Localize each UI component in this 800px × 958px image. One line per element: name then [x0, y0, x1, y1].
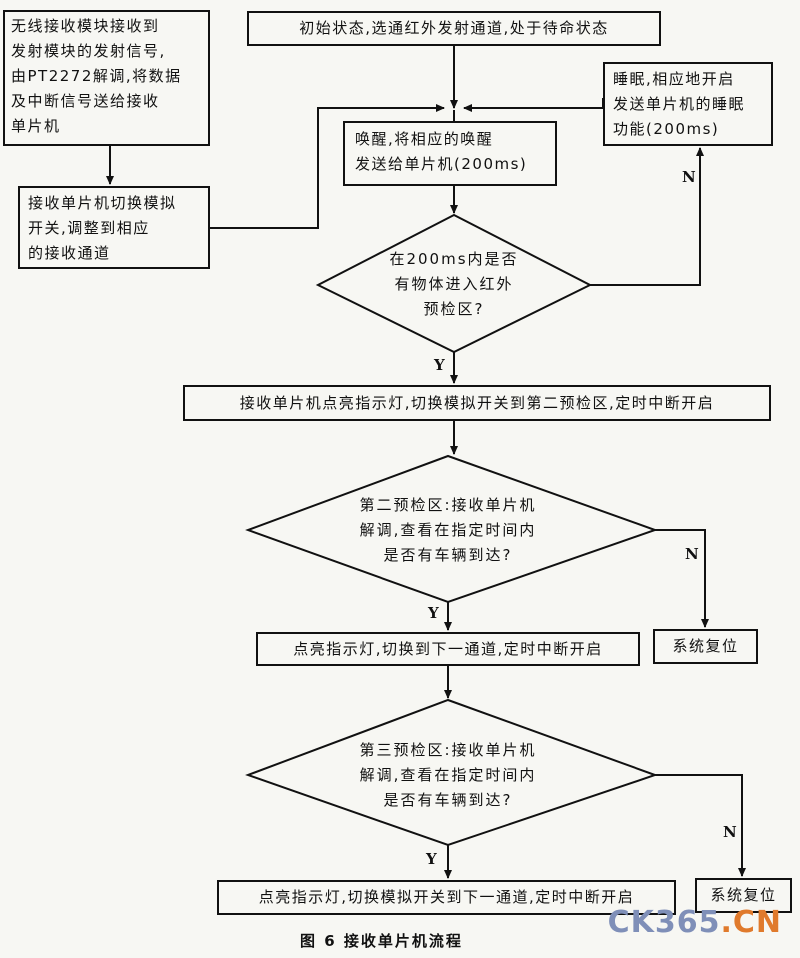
light2-box: 点亮指示灯,切换到下一通道,定时中断开启: [256, 632, 640, 666]
wake-box: 唤醒,将相应的唤醒 发送给单片机(200ms): [343, 121, 557, 186]
sleep-box: 睡眠,相应地开启 发送单片机的睡眠 功能(200ms): [603, 62, 773, 146]
figure-caption: 图 6 接收单片机流程: [300, 932, 463, 950]
wireless-receive-box: 无线接收模块接收到 发射模块的发射信号, 由PT2272解调,将数据 及中断信号…: [3, 10, 210, 146]
watermark-part-1: CK365: [607, 905, 721, 940]
label-yes-d2: Y: [428, 604, 439, 622]
light3-box: 点亮指示灯,切换模拟开关到下一通道,定时中断开启: [217, 880, 676, 915]
decision-1-text: 在200ms内是否 有物体进入红外 预检区?: [389, 250, 519, 318]
watermark-logo: CK365.CN: [608, 905, 782, 940]
reset2-box: 系统复位: [695, 878, 792, 913]
edge-switch-merge: [210, 104, 445, 229]
edge-d3-reset2: [655, 774, 746, 877]
switch-channel-box: 接收单片机切换模拟 开关,调整到相应 的接收通道: [18, 186, 210, 269]
label-no-d1: N: [682, 168, 696, 186]
light1-box: 接收单片机点亮指示灯,切换模拟开关到第二预检区,定时中断开启: [183, 385, 771, 421]
decision-2-text: 第二预检区:接收单片机 解调,查看在指定时间内 是否有车辆到达?: [359, 496, 537, 564]
label-no-d3: N: [723, 823, 737, 841]
edge-d1-sleep: [590, 147, 704, 286]
label-yes-d3: Y: [426, 850, 437, 868]
watermark-part-2: .CN: [720, 905, 782, 940]
reset1-box: 系统复位: [653, 629, 758, 664]
label-no-d2: N: [685, 545, 699, 563]
label-yes-d1: Y: [434, 356, 445, 374]
edge-d2-reset1: [655, 529, 709, 628]
init-state-box: 初始状态,选通红外发射通道,处于待命状态: [247, 11, 661, 46]
edge-sleep-merge: [463, 98, 604, 112]
decision-3-text: 第三预检区:接收单片机 解调,查看在指定时间内 是否有车辆到达?: [359, 741, 537, 809]
